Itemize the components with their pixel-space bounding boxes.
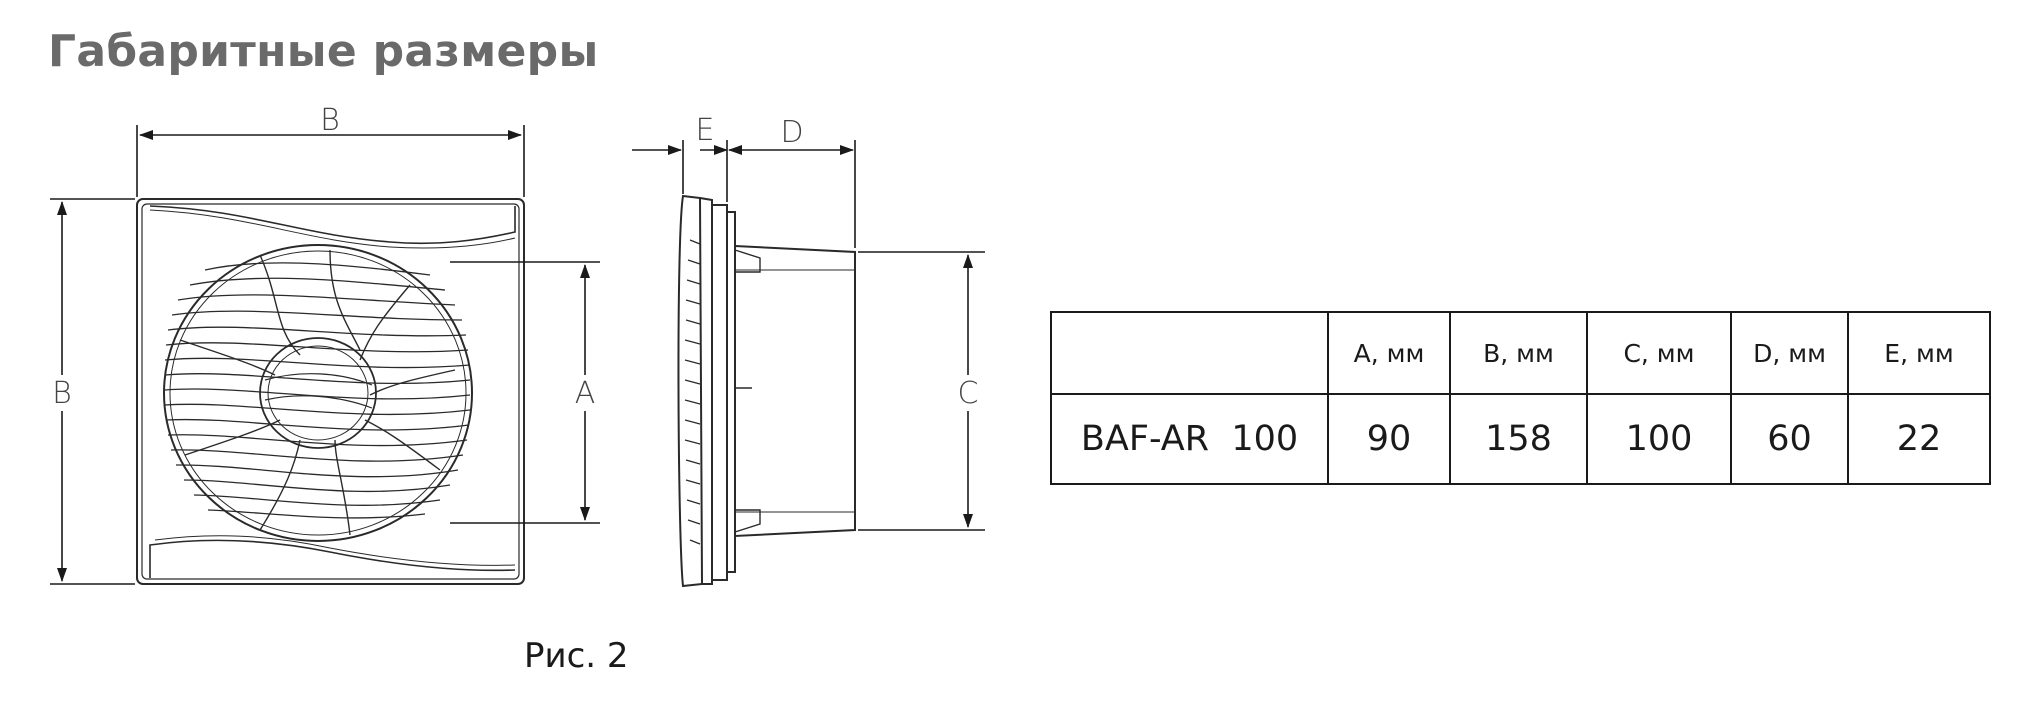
table-header-d: D, мм (1730, 311, 1849, 395)
side-duct (734, 244, 856, 538)
dim-label-b-left-text: B (52, 376, 72, 411)
dim-label-c: C (958, 376, 979, 411)
table-cell-e: 22 (1847, 393, 1991, 485)
table-header-a: A, мм (1327, 311, 1451, 395)
side-dimensions (632, 140, 985, 531)
front-dimensions (50, 125, 600, 585)
table-cell-b: 158 (1449, 393, 1588, 485)
side-view (677, 194, 856, 588)
table-cell-d: 60 (1730, 393, 1849, 485)
side-cover (677, 194, 704, 588)
fan-grille (163, 244, 473, 542)
table-header-b: B, мм (1449, 311, 1588, 395)
front-panel-outline (136, 198, 525, 585)
dim-label-b-top: B (320, 103, 340, 138)
front-view (136, 198, 525, 585)
dim-label-d: D (780, 115, 803, 150)
dim-label-a: A (575, 376, 596, 411)
dimensions-table: A, мм B, мм C, мм D, мм E, мм BAF-AR 100… (1050, 311, 1991, 485)
page-title: Габаритные размеры (48, 26, 599, 77)
table-header-c: C, мм (1586, 311, 1732, 395)
table-header-model (1050, 311, 1329, 395)
table-cell-model: BAF-AR 100 (1050, 393, 1329, 485)
table-row: BAF-AR 100 90 158 100 60 22 (1050, 393, 1991, 485)
table-header-row: A, мм B, мм C, мм D, мм E, мм (1050, 311, 1991, 395)
fan-hub (259, 337, 377, 449)
dim-label-e: E (696, 113, 715, 148)
table-cell-c: 100 (1586, 393, 1732, 485)
table-cell-a: 90 (1327, 393, 1451, 485)
figure-caption: Рис. 2 (524, 636, 629, 676)
table-header-e: E, мм (1847, 311, 1991, 395)
